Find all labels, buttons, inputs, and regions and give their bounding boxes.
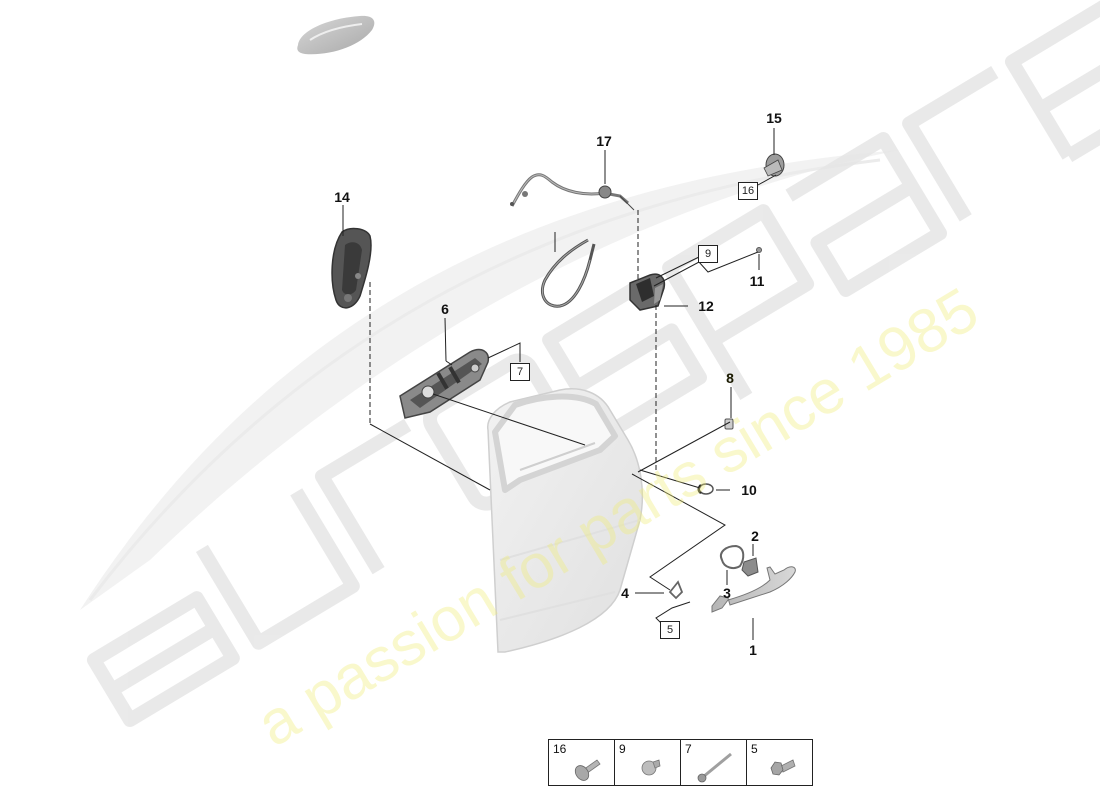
legend-cell-9[interactable]: 9: [615, 740, 681, 785]
callout-6[interactable]: 6: [441, 301, 449, 317]
callout-1[interactable]: 1: [749, 642, 757, 658]
callout-14[interactable]: 17: [596, 133, 612, 149]
part-6-handle-carrier: [399, 348, 490, 419]
leader-lines: [342, 128, 777, 640]
fastener-legend: 16 9 7 5: [548, 739, 813, 786]
part-15-striker: [763, 153, 785, 177]
callout-11[interactable]: 11: [749, 273, 765, 289]
part-1-outer-door-handle: [711, 566, 796, 613]
callout-8[interactable]: 8: [726, 370, 734, 386]
callout-2[interactable]: 2: [751, 528, 759, 544]
boxref-9[interactable]: 9: [698, 245, 718, 263]
callout-10[interactable]: 10: [741, 482, 757, 498]
callout-4[interactable]: 4: [621, 585, 629, 601]
part-8-nut: [724, 418, 734, 430]
part-11-screw: [756, 247, 762, 253]
dashed-leader-lines: [369, 210, 657, 470]
legend-cell-5[interactable]: 5: [747, 740, 812, 785]
part-4-seal: [668, 580, 684, 600]
part-3-seal: [720, 544, 745, 569]
part-17-bowden-cable: [540, 238, 596, 308]
callout-12[interactable]: 12: [698, 298, 714, 314]
boxref-16[interactable]: 16: [738, 182, 758, 200]
callout-3[interactable]: 3: [723, 585, 731, 601]
watermark-swoosh: [80, 150, 900, 610]
door-panel: [487, 388, 644, 653]
legend-label: 16: [553, 742, 567, 756]
callout-13[interactable]: 14: [334, 189, 350, 205]
long-bolt-icon: [697, 752, 732, 783]
part-13-cover-plate: [331, 227, 372, 309]
part-10-grommet: [697, 483, 714, 495]
boxref-7[interactable]: 7: [510, 363, 530, 381]
part-12-door-lock: [629, 273, 666, 311]
callout-15[interactable]: 15: [766, 110, 782, 126]
part-14-bowden-cable: [510, 173, 635, 211]
countersunk-screw-icon: [574, 759, 601, 781]
legend-label: 5: [751, 742, 758, 756]
car-silhouette-icon: [297, 15, 375, 55]
boxref-5[interactable]: 5: [660, 621, 680, 639]
legend-label: 9: [619, 742, 626, 756]
legend-cell-7[interactable]: 7: [681, 740, 747, 785]
part-2-cap: [741, 557, 759, 577]
legend-label: 7: [685, 742, 692, 756]
watermark-brand: [86, 0, 1100, 727]
hex-bolt-icon: [770, 759, 796, 776]
round-head-screw-icon: [641, 759, 661, 776]
legend-cell-16[interactable]: 16: [549, 740, 615, 785]
